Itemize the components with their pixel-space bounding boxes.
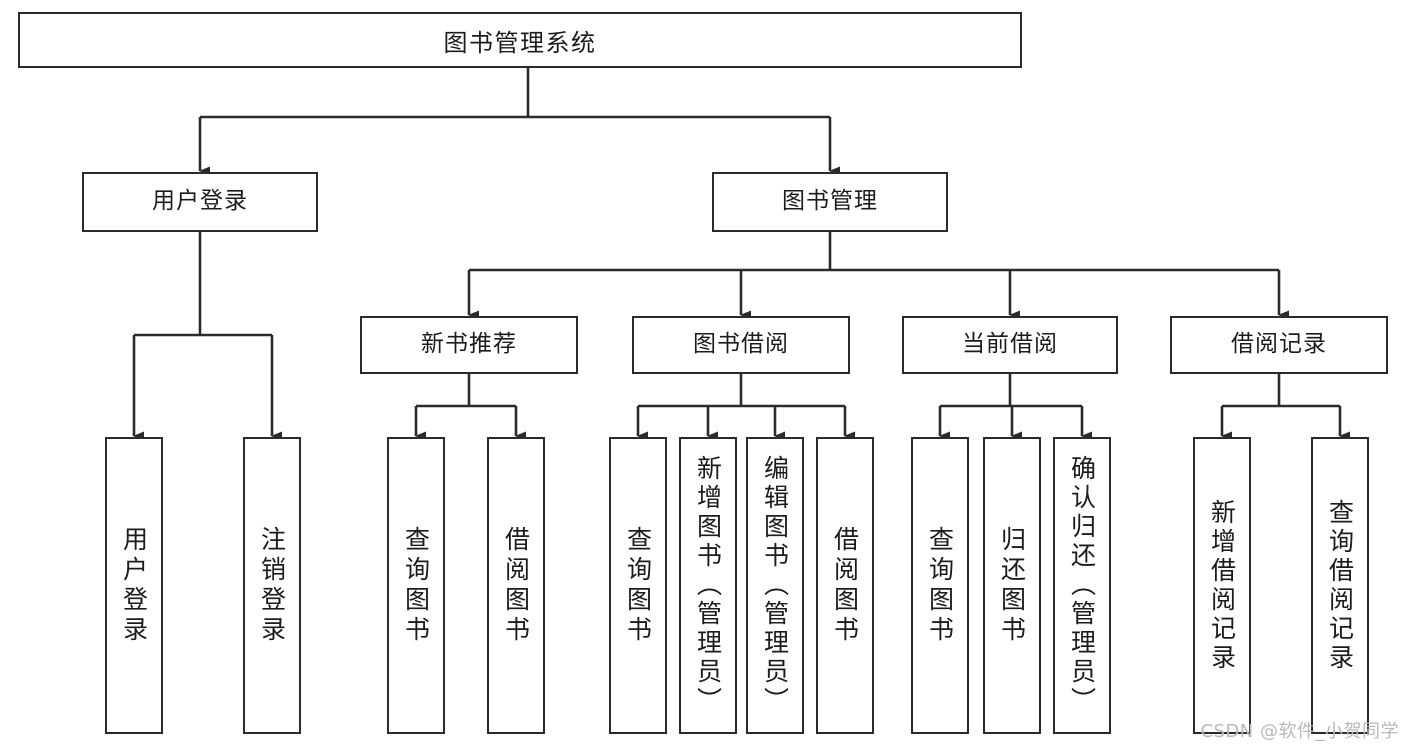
node-label: 查询图书 (623, 525, 653, 646)
node-leaf-borrow-book-1[interactable]: 借阅图书 (487, 437, 545, 734)
node-current-borrow[interactable]: 当前借阅 (902, 316, 1118, 374)
node-label: 编辑图书（管理员） (760, 455, 790, 716)
node-leaf-user-login[interactable]: 用户登录 (105, 437, 163, 734)
node-leaf-borrow-book-2[interactable]: 借阅图书 (816, 437, 874, 734)
node-borrow-record[interactable]: 借阅记录 (1170, 316, 1388, 374)
node-label: 新增图书（管理员） (693, 455, 723, 716)
node-label: 图书管理系统 (443, 28, 597, 57)
node-label: 查询图书 (925, 525, 955, 646)
node-leaf-query-book-2[interactable]: 查询图书 (609, 437, 667, 734)
node-new-book-recommend[interactable]: 新书推荐 (360, 316, 578, 374)
node-label: 注销登录 (257, 525, 287, 646)
node-leaf-query-book-1[interactable]: 查询图书 (387, 437, 445, 734)
node-leaf-query-book-3[interactable]: 查询图书 (911, 437, 969, 734)
node-label: 查询图书 (401, 525, 431, 646)
node-label: 借阅图书 (830, 525, 860, 646)
node-label: 借阅记录 (1231, 331, 1327, 358)
node-label: 确认归还（管理员） (1067, 455, 1097, 716)
node-label: 当前借阅 (962, 331, 1058, 358)
watermark-csdn: CSDN @软件_小贺同学 (1200, 721, 1399, 742)
node-leaf-logout-login[interactable]: 注销登录 (243, 437, 301, 734)
node-leaf-return-book[interactable]: 归还图书 (983, 437, 1041, 734)
node-leaf-confirm-return[interactable]: 确认归还（管理员） (1053, 437, 1111, 734)
node-label: 用户登录 (119, 525, 149, 646)
node-leaf-query-record[interactable]: 查询借阅记录 (1311, 437, 1369, 734)
node-leaf-add-book[interactable]: 新增图书（管理员） (679, 437, 737, 734)
node-label: 查询借阅记录 (1325, 498, 1355, 673)
node-label: 新增借阅记录 (1207, 498, 1237, 673)
node-label: 新书推荐 (421, 331, 517, 358)
node-leaf-edit-book[interactable]: 编辑图书（管理员） (746, 437, 804, 734)
node-label: 归还图书 (997, 525, 1027, 646)
node-leaf-add-record[interactable]: 新增借阅记录 (1193, 437, 1251, 734)
node-book-borrow[interactable]: 图书借阅 (632, 316, 850, 374)
node-label: 用户登录 (152, 188, 248, 215)
node-label: 借阅图书 (501, 525, 531, 646)
node-user-login[interactable]: 用户登录 (82, 172, 318, 232)
node-label: 图书管理 (782, 188, 878, 215)
node-book-manage[interactable]: 图书管理 (712, 172, 948, 232)
node-label: 图书借阅 (693, 331, 789, 358)
node-root-book-management-system[interactable]: 图书管理系统 (18, 12, 1022, 68)
